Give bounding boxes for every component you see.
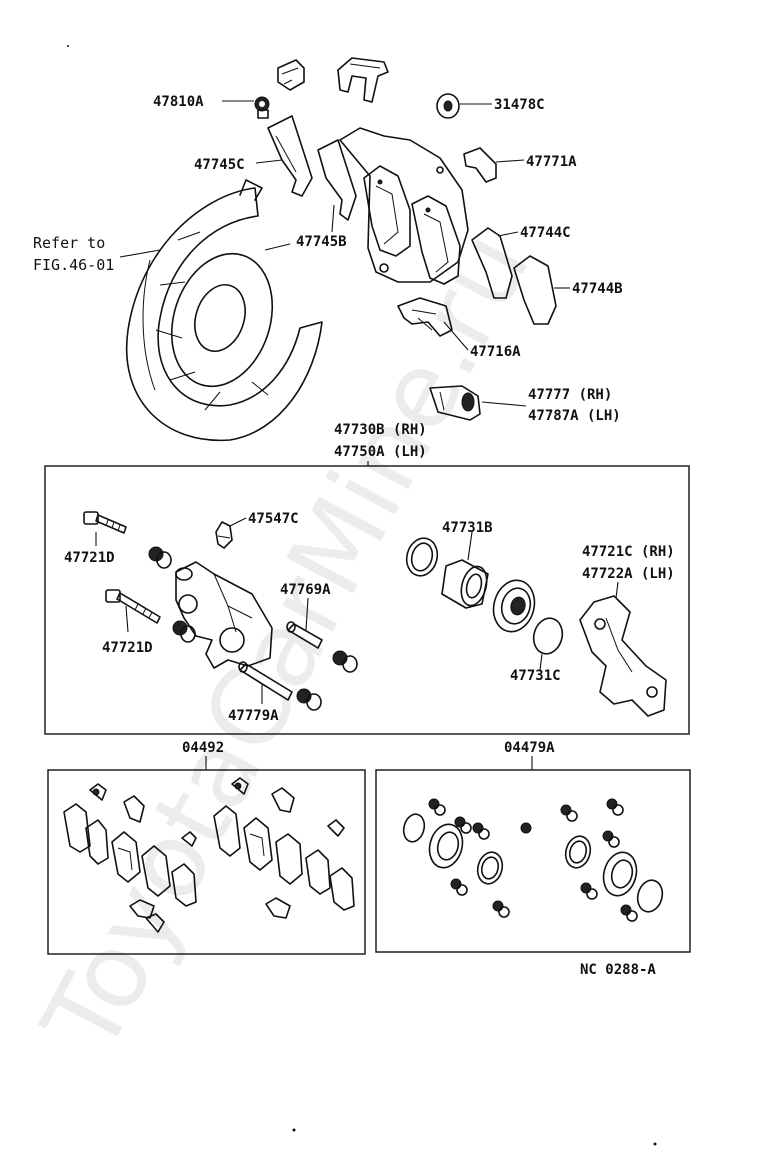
pin-47769A [286, 621, 323, 649]
reference-note-line2: FIG.46-01 [33, 256, 114, 274]
caliper-assembly-box [44, 465, 690, 735]
pad-kit-parts [63, 777, 355, 933]
anti-rattle-spring [337, 57, 389, 103]
label-47721C: 47721C (RH) [582, 544, 675, 560]
caliper-body [175, 561, 273, 669]
seal-kit-parts [402, 798, 664, 922]
clip-47771A [463, 147, 497, 183]
stray-dot [292, 1128, 296, 1132]
watermark: ToyotaCarMine.ru [19, 212, 554, 1072]
part-47810A [254, 96, 270, 119]
label-47722A: 47722A (LH) [582, 566, 675, 582]
stray-dot [653, 1142, 657, 1146]
clip-47716A [397, 297, 453, 337]
boot-pin-upper [332, 650, 358, 673]
label-47547C: 47547C [248, 511, 299, 527]
piston-boot [492, 579, 536, 633]
wear-indicator-clip [429, 385, 481, 421]
figure-code: NC 0288-A [580, 962, 656, 978]
seal-kit-box [375, 769, 691, 953]
pin-47779A [238, 661, 293, 701]
label-47745B: 47745B [296, 234, 347, 250]
boot-upper-left [148, 546, 172, 569]
label-47744C: 47744C [520, 225, 571, 241]
bolt-47721D-upper [83, 511, 127, 534]
label-47731B: 47731B [442, 520, 493, 536]
bleeder-47547C [215, 521, 233, 549]
dust-shield [125, 179, 323, 442]
label-47721D-lower: 47721D [102, 640, 153, 656]
brake-pad-inner [363, 165, 411, 257]
label-47779A: 47779A [228, 708, 279, 724]
label-47787A: 47787A (LH) [528, 408, 621, 424]
piston-47731B [441, 559, 489, 609]
pad-clip-top-left [277, 59, 305, 91]
label-47750A: 47750A (LH) [334, 444, 427, 460]
part-31478C [436, 93, 460, 119]
shim-47745B [317, 139, 357, 221]
boot-pin-lower [296, 688, 322, 711]
label-47769A: 47769A [280, 582, 331, 598]
label-47810A: 47810A [153, 94, 204, 110]
label-47771A: 47771A [526, 154, 577, 170]
stray-dot [67, 45, 69, 47]
caliper-mounting-47721C [579, 595, 667, 717]
boot-lower-left [172, 620, 196, 643]
label-47716A: 47716A [470, 344, 521, 360]
piston-seal-ring [405, 537, 439, 577]
label-31478C: 31478C [494, 97, 545, 113]
bolt-47721D-lower [105, 589, 161, 624]
o-ring-47731C [532, 617, 564, 655]
label-04492: 04492 [182, 740, 224, 756]
label-47745C: 47745C [194, 157, 245, 173]
shim-47745C [267, 115, 313, 197]
label-47777: 47777 (RH) [528, 387, 612, 403]
label-04479A: 04479A [504, 740, 555, 756]
brake-pad-outer [411, 195, 461, 285]
reference-leader [119, 249, 161, 258]
shim-47744B [513, 255, 557, 325]
pad-kit-box [47, 769, 366, 955]
label-47730B: 47730B (RH) [334, 422, 427, 438]
label-47744B: 47744B [572, 281, 623, 297]
shim-47744C [471, 227, 513, 299]
reference-note-line1: Refer to [33, 234, 105, 252]
label-47731C: 47731C [510, 668, 561, 684]
label-47721D-upper: 47721D [64, 550, 115, 566]
pad-support-bracket [339, 127, 469, 283]
